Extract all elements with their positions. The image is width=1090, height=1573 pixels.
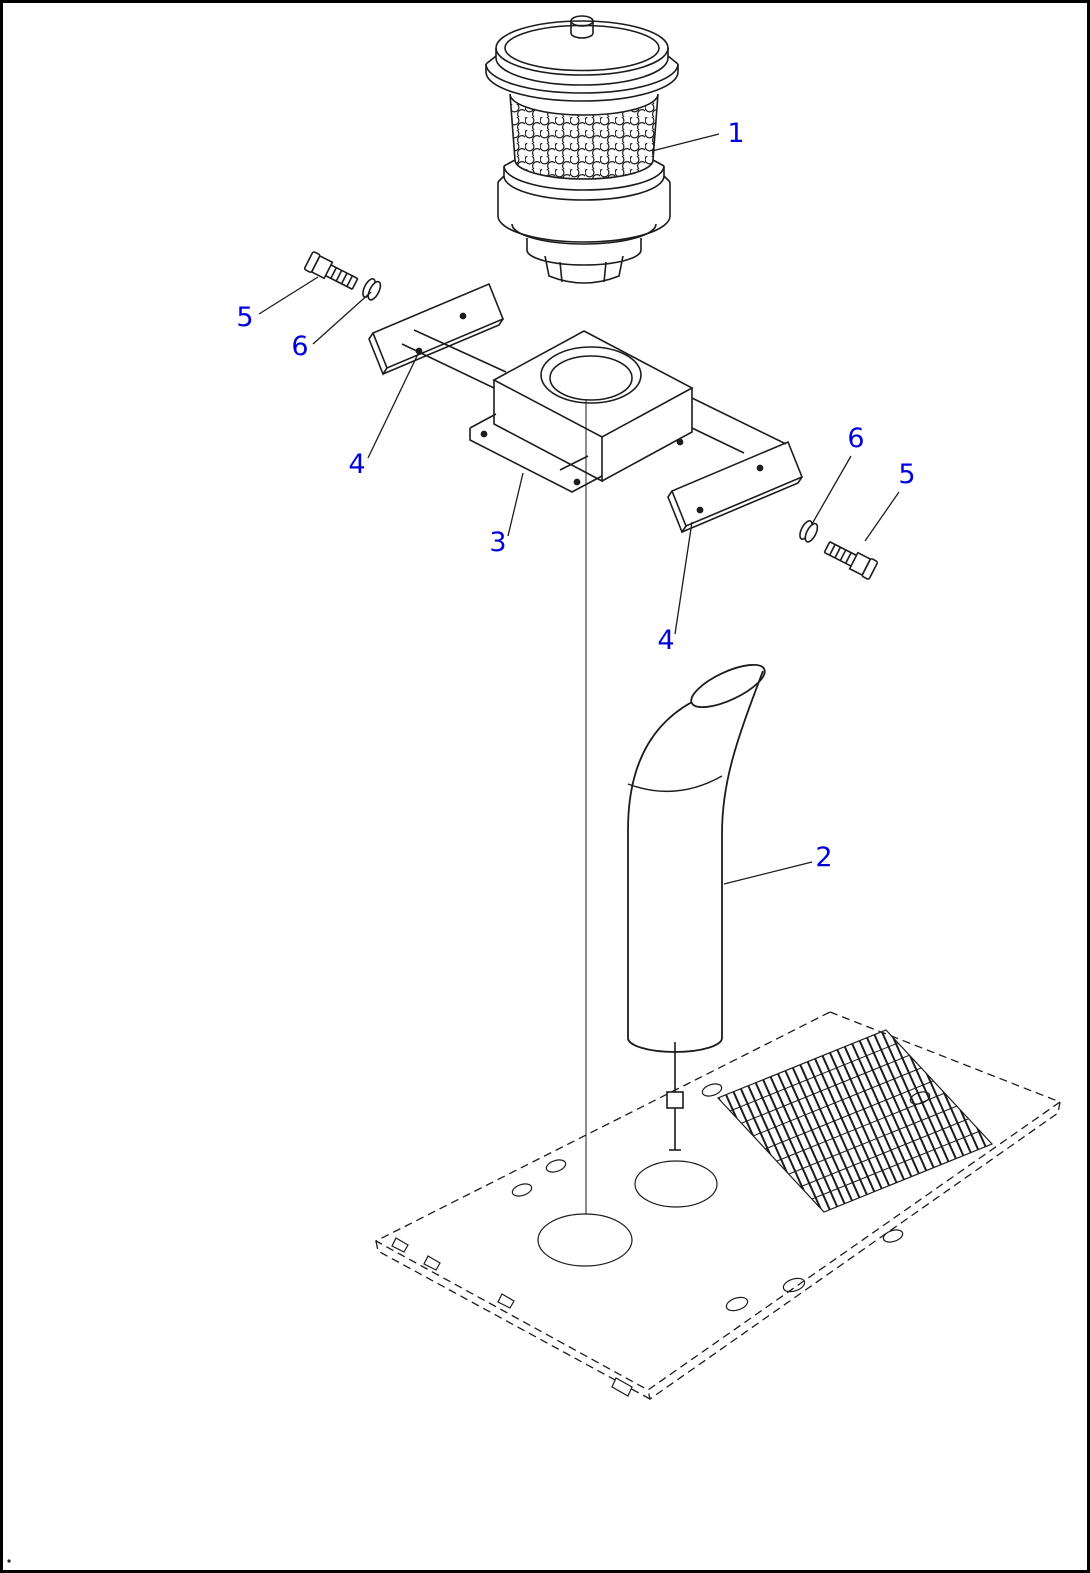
panel-holes	[511, 1083, 931, 1312]
callout-label-5-right: 5	[898, 459, 915, 490]
bolt-left	[303, 250, 361, 294]
callouts: 1 5 6 4 3 6 5 4	[236, 118, 916, 885]
grille	[716, 1029, 994, 1213]
page-dot	[7, 1559, 11, 1563]
washer-right	[796, 518, 821, 545]
bolt-right	[821, 537, 879, 581]
callout-label-6-right: 6	[847, 423, 864, 454]
air-cleaner-part	[485, 15, 679, 284]
mounting-plate-left	[368, 282, 505, 376]
callout-5-left: 5	[236, 276, 319, 333]
callout-1: 1	[651, 118, 745, 152]
callout-4-right: 4	[657, 521, 693, 656]
callout-label-2: 2	[815, 842, 832, 873]
bracket-part	[401, 329, 787, 493]
callout-label-4-right: 4	[657, 625, 674, 656]
exhaust-stack-part	[627, 663, 766, 1053]
mounting-plate-right	[667, 440, 804, 534]
callout-label-5-left: 5	[236, 302, 253, 333]
hood-panel	[374, 1011, 1062, 1401]
stack-mounting-rod	[666, 1042, 684, 1151]
callout-5-right: 5	[864, 459, 916, 542]
callout-6-left: 6	[291, 291, 372, 362]
callout-label-4-left: 4	[348, 449, 365, 480]
mesh-band	[509, 93, 659, 180]
callout-2: 2	[723, 842, 833, 885]
callout-4-left: 4	[348, 353, 419, 480]
callout-label-6-left: 6	[291, 331, 308, 362]
panel-edge-feet	[391, 1237, 633, 1397]
callout-label-1: 1	[727, 118, 744, 149]
callout-6-right: 6	[811, 423, 865, 525]
callout-3: 3	[489, 472, 524, 558]
callout-label-3: 3	[489, 527, 506, 558]
